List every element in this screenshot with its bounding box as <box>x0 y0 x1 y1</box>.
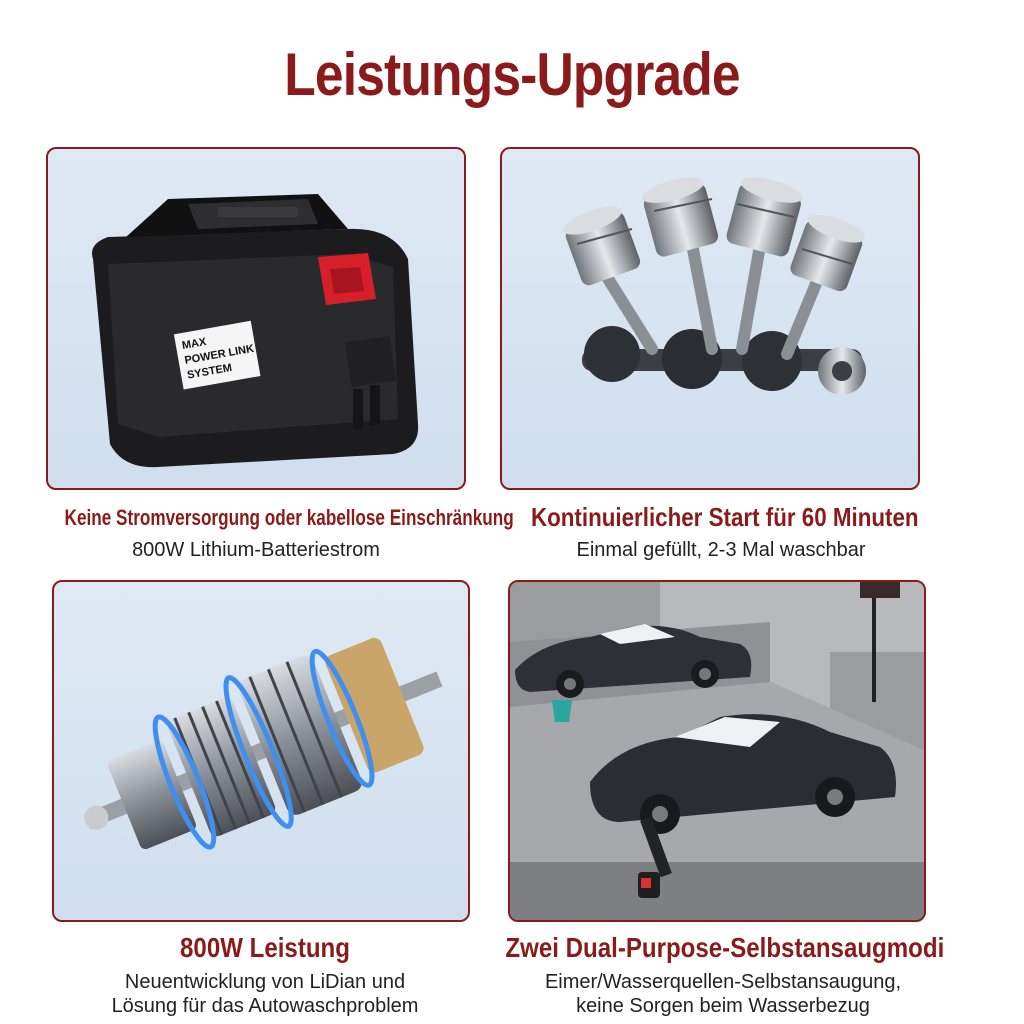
motor-image-panel <box>52 580 470 922</box>
engine-pistons-illustration <box>563 177 866 395</box>
page-title: Leistungs-Upgrade <box>284 41 740 108</box>
feature-3-sub-line-1: Neuentwicklung von LiDian und <box>124 971 406 993</box>
feature-1-heading: Keine Stromversorgung oder kabellose Ein… <box>64 505 514 530</box>
engine-image-panel <box>500 147 920 490</box>
feature-4-sub: Eimer/Wasserquellen-Selbstansaugung, kei… <box>470 970 976 1018</box>
feature-4-sub-line-2: keine Sorgen beim Wasserbezug <box>576 995 870 1017</box>
feature-2-sub: Einmal gefüllt, 2-3 Mal waschbar <box>576 539 866 561</box>
feature-4-heading: Zwei Dual-Purpose-Selbstansaugmodi <box>505 932 945 963</box>
battery-label-line-1: MAX <box>181 336 208 352</box>
feature-3-sub: Neuentwicklung von LiDian und Lösung für… <box>52 970 478 1018</box>
feature-4-sub-line-1: Eimer/Wasserquellen-Selbstansaugung, <box>544 971 902 993</box>
battery-image-panel: MAX POWER LINK SYSTEM <box>46 147 466 490</box>
feature-1-sub: 800W Lithium-Batteriestrom <box>132 539 380 561</box>
battery-pack-illustration: MAX POWER LINK SYSTEM <box>92 194 419 468</box>
car-wash-scene-illustration <box>510 582 924 920</box>
car-wash-image-panel <box>508 580 926 922</box>
feature-2-heading: Kontinuierlicher Start für 60 Minuten <box>530 502 919 532</box>
feature-3-heading: 800W Leistung <box>180 932 350 963</box>
motor-cutaway-illustration <box>84 637 443 850</box>
feature-3-sub-line-2: Lösung für das Autowaschproblem <box>111 995 419 1017</box>
